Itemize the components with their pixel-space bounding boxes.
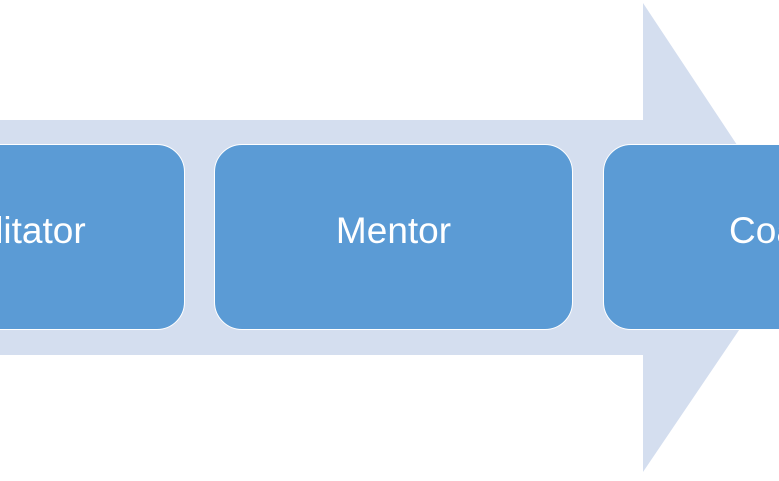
stage-label-coach: Coach — [729, 210, 779, 251]
stage-label-mentor: Mentor — [335, 210, 452, 251]
stage-box-facilitator: Facilitator — [0, 144, 185, 330]
stage-box-mentor: Mentor — [214, 144, 573, 330]
stage-label-facilitator: Facilitator — [0, 210, 86, 251]
stage-box-coach: Coach — [603, 144, 779, 330]
